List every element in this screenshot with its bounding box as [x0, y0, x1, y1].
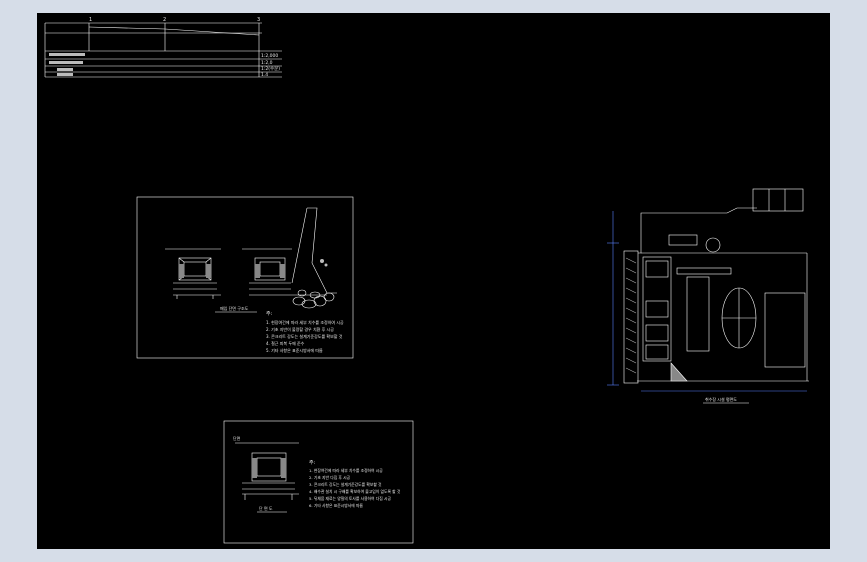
table-mark-3: 3: [257, 17, 260, 23]
drawing2-note-1: 1. 현장여건에 따라 세부 치수를 조정하여 시공: [309, 468, 383, 473]
drawing1-note-2: 2. 기초 지반이 불량할 경우 치환 후 시공: [266, 326, 334, 332]
drawing1-note-5: 5. 기타 사항은 표준시방서에 따름: [266, 347, 323, 353]
drawing2-top-label: 단면: [233, 435, 241, 441]
drawing-frame-1[interactable]: 매입 단면 구조도 주: 1. 현장여건에 따라 세부 치수를 조정하여 시공 …: [136, 196, 354, 359]
table-side-value-3: 1:2(수문): [261, 66, 280, 72]
drawing2-title: 단 면 도: [259, 505, 273, 511]
table-side-value-4: 1.4: [261, 72, 268, 78]
drawing1-note-1: 1. 현장여건에 따라 세부 치수를 조정하여 시공: [266, 319, 344, 325]
drawing1-note-4: 4. 철근 피복 두께 준수: [266, 340, 305, 346]
plan-hatch-column: [625, 257, 637, 374]
slope-rockfill: [291, 207, 337, 309]
drawing2-section: [242, 452, 299, 500]
drawing2-note-4: 4. 배수관 설치 시 구배를 확보하여 물고임이 없도록 할 것: [309, 489, 401, 494]
cad-drawing: 1 2 3 1:2,000 1:2,0 1:2(수문) 1.4: [44, 17, 809, 544]
table-side-value-2: 1:2,0: [261, 60, 273, 66]
section-detail-a: [165, 248, 221, 299]
drawing1-title: 매입 단면 구조도: [220, 305, 249, 311]
table-mark-1: 1: [89, 17, 92, 23]
drawing2-note-3: 3. 콘크리트 강도는 설계기준강도를 확보할 것: [309, 482, 382, 487]
title-table: 1 2 3 1:2,000 1:2,0 1:2(수문) 1.4: [44, 17, 282, 78]
drawing1-notes-heading: 주:: [266, 311, 273, 317]
site-plan[interactable]: 취수장 시설 평면도: [607, 188, 809, 404]
section-detail-b: [242, 248, 293, 296]
drawing2-note-5: 5. 뒤채움 재료는 양질의 토사를 사용하여 다짐 시공: [309, 496, 391, 501]
table-side-value-1: 1:2,000: [261, 53, 278, 59]
drawing2-note-6: 6. 기타 사항은 표준시방서에 따름: [309, 503, 363, 508]
cad-model-space[interactable]: 1 2 3 1:2,000 1:2,0 1:2(수문) 1.4: [37, 13, 830, 549]
table-mark-2: 2: [163, 17, 166, 23]
drawing1-note-3: 3. 콘크리트 강도는 설계기준강도를 확보할 것: [266, 333, 343, 339]
drawing-frame-2[interactable]: 단면 단 면 도 주: 1. 현장여건에 따라 세부 치수를 조정하여 시공 2…: [223, 420, 414, 544]
drawing2-notes-heading: 주:: [309, 460, 316, 466]
drawing3-title: 취수장 시설 평면도: [705, 396, 737, 402]
drawing2-note-2: 2. 기초 지반 다짐 후 시공: [309, 475, 351, 480]
